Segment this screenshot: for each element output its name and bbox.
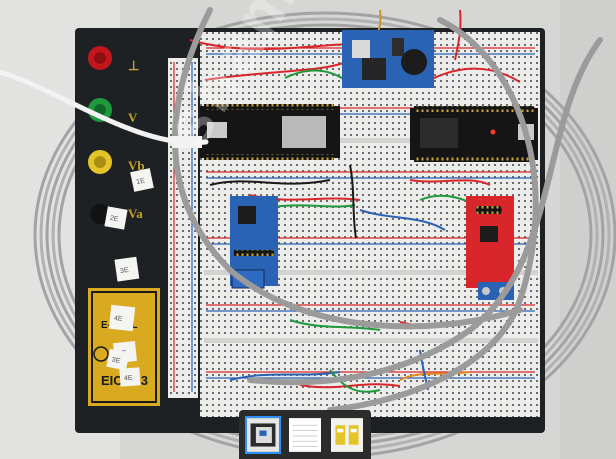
gray-cables bbox=[172, 7, 603, 413]
thumbnail-breadboard[interactable] bbox=[245, 416, 281, 454]
thumbnail-strip bbox=[239, 410, 371, 459]
svg-text:4E: 4E bbox=[124, 375, 133, 383]
svg-text:1E: 1E bbox=[136, 177, 146, 186]
dev-board-left bbox=[200, 104, 340, 160]
svg-text:Va: Va bbox=[128, 206, 143, 221]
blue-sensor-module bbox=[230, 196, 278, 289]
svg-text:2E: 2E bbox=[109, 215, 119, 223]
svg-text:4E: 4E bbox=[114, 315, 124, 323]
breadboard-photo-thumbnail-icon bbox=[247, 418, 279, 452]
buck-converter-module bbox=[342, 30, 434, 88]
dev-board-right bbox=[410, 106, 538, 162]
wiring-diagram-thumbnail-icon bbox=[289, 418, 321, 452]
thumbnail-modules[interactable] bbox=[329, 416, 365, 454]
paper-tags: 1E 2E 3E 4E 1E 3E 4E bbox=[104, 168, 154, 387]
jumper-wires bbox=[189, 9, 521, 393]
svg-text:3E: 3E bbox=[120, 267, 130, 275]
usb-cable bbox=[0, 69, 209, 148]
red-amplifier-module bbox=[466, 196, 514, 300]
svg-text:V: V bbox=[128, 110, 138, 125]
svg-text:⊥: ⊥ bbox=[128, 58, 139, 73]
modules-photo-thumbnail-icon bbox=[331, 418, 363, 452]
svg-text:Vb: Vb bbox=[128, 158, 145, 173]
thumbnail-diagram[interactable] bbox=[287, 416, 323, 454]
svg-text:3E: 3E bbox=[111, 357, 121, 366]
